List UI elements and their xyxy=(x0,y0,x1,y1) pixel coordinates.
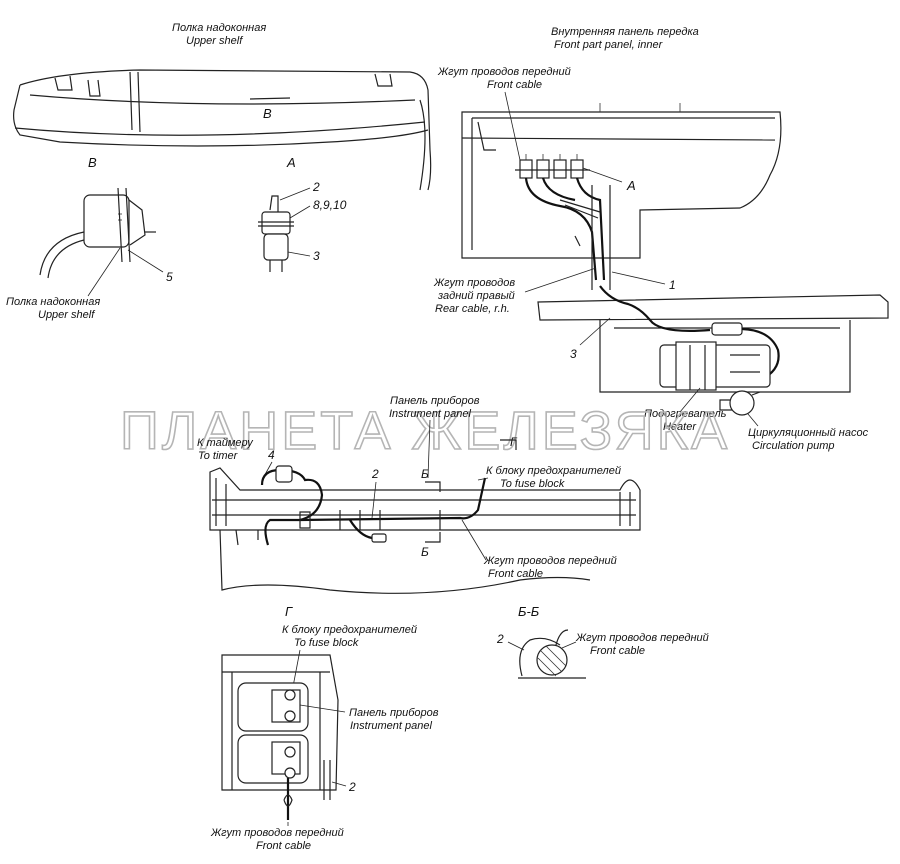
middle-panel-label-en: Instrument panel xyxy=(389,408,471,420)
view-b-callout-5: 5 xyxy=(166,270,173,284)
front-panel-drawing: Внутренняя панель передка Front part pan… xyxy=(433,26,889,452)
timer-label-en: To timer xyxy=(198,450,239,462)
section-bb-cable-ru: Жгут проводов передний xyxy=(575,632,709,644)
upper-shelf-title-en: Upper shelf xyxy=(186,35,243,47)
upper-shelf-drawing: Полка надоконная Upper shelf В xyxy=(13,22,432,191)
middle-callout-4: 4 xyxy=(268,448,275,462)
heater-label-ru: Подогреватель xyxy=(644,408,727,420)
middle-front-cable-ru: Жгут проводов передний xyxy=(483,555,617,567)
view-a-callout-8910: 8,9,10 xyxy=(313,198,347,212)
section-bb-cable-en: Front cable xyxy=(590,645,645,657)
front-panel-title-en: Front part panel, inner xyxy=(554,39,664,51)
front-panel-callout-1: 1 xyxy=(669,278,676,292)
view-g-front-cable-ru: Жгут проводов передний xyxy=(210,827,344,839)
section-bb-callout-2: 2 xyxy=(496,632,504,646)
view-b-shelf-ru: Полка надоконная xyxy=(6,296,100,308)
middle-panel-label-ru: Панель приборов xyxy=(390,395,480,407)
front-panel-callout-3: 3 xyxy=(570,347,577,361)
section-b-top: Б xyxy=(421,467,429,481)
rear-cable-label-ru-2: задний правый xyxy=(437,290,515,302)
view-g-front-cable-en: Front cable xyxy=(256,840,311,852)
section-g-marker: Г xyxy=(510,435,518,449)
view-b-label: В xyxy=(88,155,97,170)
view-a-detail: А 2 8,9,10 3 xyxy=(258,155,347,272)
upper-shelf-title-ru: Полка надоконная xyxy=(172,22,266,34)
heater-label-en: Heater xyxy=(663,421,697,433)
middle-fuse-label-en: To fuse block xyxy=(500,478,565,490)
view-g-panel-ru: Панель приборов xyxy=(349,707,439,719)
middle-fuse-label-ru: К блоку предохранителей xyxy=(486,465,621,477)
timer-label-ru: К таймеру xyxy=(197,437,254,449)
section-bb-label: Б-Б xyxy=(518,604,540,619)
front-cable-label-ru: Жгут проводов передний xyxy=(437,66,571,78)
view-g-callout-2: 2 xyxy=(348,780,356,794)
view-g-fuse-ru: К блоку предохранителей xyxy=(282,624,417,636)
view-g-panel-en: Instrument panel xyxy=(350,720,432,732)
view-b-marker: В xyxy=(263,106,272,121)
instrument-panel-drawing: Панель приборов Instrument panel К тайме… xyxy=(197,395,641,594)
middle-callout-2: 2 xyxy=(371,467,379,481)
view-a-marker: А xyxy=(626,178,636,193)
rear-cable-label-ru-1: Жгут проводов xyxy=(433,277,515,289)
view-a-callout-3: 3 xyxy=(313,249,320,263)
view-g-label: Г xyxy=(285,604,293,619)
pump-label-en: Circulation pump xyxy=(752,440,835,452)
rear-cable-label-en: Rear cable, r.h. xyxy=(435,303,510,315)
front-cable-label-en: Front cable xyxy=(487,79,542,91)
view-a-callout-2: 2 xyxy=(312,180,320,194)
view-b-shelf-en: Upper shelf xyxy=(38,309,95,321)
view-a-label: А xyxy=(286,155,296,170)
view-b-detail: В 5 Полка надоконная Upper shelf xyxy=(6,155,173,321)
watermark: ПЛАНЕТА ЖЕЛЕЗЯКА xyxy=(120,401,730,461)
middle-front-cable-en: Front cable xyxy=(488,568,543,580)
pump-label-ru: Циркуляционный насос xyxy=(748,427,869,439)
view-g-fuse-en: To fuse block xyxy=(294,637,359,649)
section-bb-detail: Б-Б 2 Жгут проводов передний Front cable xyxy=(496,604,709,679)
section-b-bottom: Б xyxy=(421,545,429,559)
view-g-detail: Г К блоку предохранителей To fuse block … xyxy=(210,604,439,852)
front-panel-title-ru: Внутренняя панель передка xyxy=(551,26,699,38)
